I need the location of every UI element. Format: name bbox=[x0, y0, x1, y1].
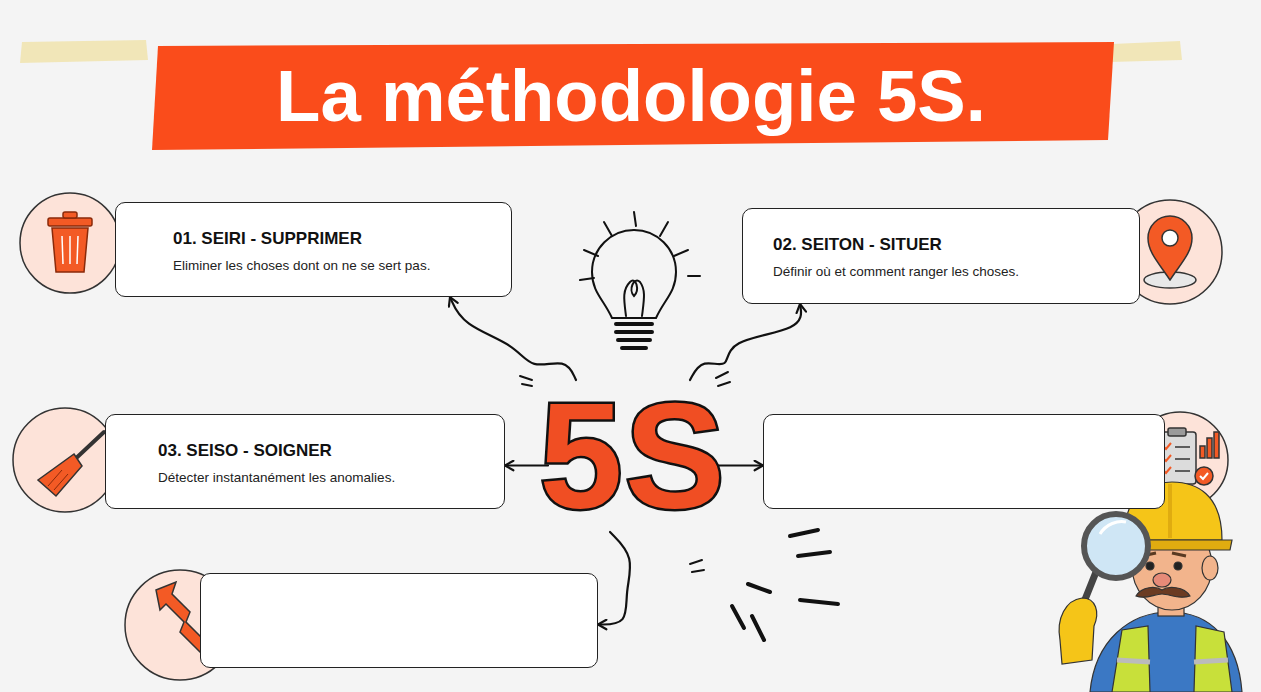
broom-icon bbox=[54, 474, 68, 490]
location-pin-icon bbox=[1162, 230, 1178, 246]
trash-icon bbox=[69, 236, 71, 264]
icon-circle bbox=[13, 408, 117, 512]
inspector-figure bbox=[1136, 588, 1190, 598]
checklist-icon bbox=[1175, 470, 1190, 472]
title-banner bbox=[152, 42, 1114, 150]
brush-stroke bbox=[1110, 41, 1182, 62]
broom-icon bbox=[38, 454, 82, 496]
checklist-icon bbox=[1207, 438, 1212, 458]
trash-icon bbox=[62, 236, 63, 264]
step-box bbox=[200, 573, 598, 668]
connector-arrow bbox=[690, 304, 801, 380]
lightbulb-sketch bbox=[616, 324, 652, 348]
icon-circle bbox=[20, 193, 120, 293]
step-description: Eliminer les choses dont on ne se sert p… bbox=[173, 257, 495, 275]
decor-dash bbox=[752, 616, 764, 640]
step-description: Définir où et comment ranger les choses. bbox=[773, 263, 1075, 281]
step-box: 03. SEISO - SOIGNER Détecter instantanéme… bbox=[105, 414, 505, 509]
decor-dash bbox=[800, 600, 838, 604]
inspector-figure bbox=[1059, 482, 1242, 692]
inspector-figure bbox=[1117, 660, 1150, 662]
decor-dash bbox=[520, 376, 532, 386]
checklist-icon bbox=[1200, 473, 1208, 479]
inspector-figure bbox=[1090, 612, 1242, 692]
step-heading: 02. SEITON - SITUER bbox=[773, 234, 1075, 255]
checklist-icon bbox=[1175, 458, 1190, 460]
inspector-figure bbox=[1059, 598, 1097, 664]
decor-dash bbox=[748, 584, 770, 592]
inspector-figure bbox=[1084, 514, 1148, 578]
inspector-figure bbox=[1100, 522, 1126, 535]
trash-icon bbox=[52, 228, 88, 272]
checklist-icon bbox=[1175, 446, 1190, 448]
inspector-figure bbox=[1202, 556, 1218, 580]
decor-dash bbox=[798, 552, 830, 556]
brush-stroke bbox=[20, 40, 148, 63]
lightbulb-sketch bbox=[592, 230, 676, 318]
checklist-icon bbox=[1168, 428, 1186, 436]
inspector-figure bbox=[1153, 573, 1171, 587]
inspector-figure bbox=[1146, 562, 1154, 570]
title: La méthodologie 5S. bbox=[152, 52, 1110, 140]
trash-icon bbox=[63, 212, 77, 218]
decor-dash bbox=[732, 606, 744, 628]
inspector-figure bbox=[1168, 484, 1172, 538]
location-pin-icon bbox=[1148, 216, 1192, 280]
checklist-icon bbox=[1195, 467, 1213, 485]
lightbulb-sketch bbox=[580, 212, 700, 348]
location-pin-icon bbox=[1144, 216, 1196, 288]
step-heading: 01. SEIRI - SUPPRIMER bbox=[173, 228, 495, 249]
lightbulb-sketch bbox=[624, 281, 644, 316]
lightbulb-sketch bbox=[580, 212, 700, 280]
step-box bbox=[763, 414, 1165, 509]
connector-arrow bbox=[598, 532, 630, 625]
checklist-icon bbox=[1214, 432, 1219, 458]
step-heading: 03. SEISO - SOIGNER bbox=[158, 440, 488, 461]
decor-dash bbox=[690, 560, 704, 572]
icon-circle bbox=[13, 193, 1228, 680]
inspector-figure bbox=[1194, 626, 1232, 692]
inspector-figure bbox=[1194, 660, 1228, 662]
decor-dash bbox=[790, 530, 818, 536]
connector-arrow bbox=[450, 297, 576, 380]
trash-icon bbox=[77, 236, 78, 264]
inspector-figure bbox=[1174, 562, 1182, 570]
hub-label: 5S bbox=[548, 380, 718, 532]
checklist-icon bbox=[1158, 428, 1219, 485]
step-box: 01. SEIRI - SUPPRIMER Eliminer les choses… bbox=[115, 202, 512, 297]
step-description: Détecter instantanément les anomalies. bbox=[158, 469, 488, 487]
checklist-icon bbox=[1200, 446, 1205, 458]
step-box: 02. SEITON - SITUER Définir où et comment… bbox=[742, 208, 1140, 304]
hub-text: 5S bbox=[539, 381, 726, 531]
trash-icon bbox=[48, 212, 92, 272]
inspector-figure bbox=[1112, 626, 1150, 692]
trash-icon bbox=[48, 218, 92, 226]
broom-icon bbox=[38, 432, 104, 496]
